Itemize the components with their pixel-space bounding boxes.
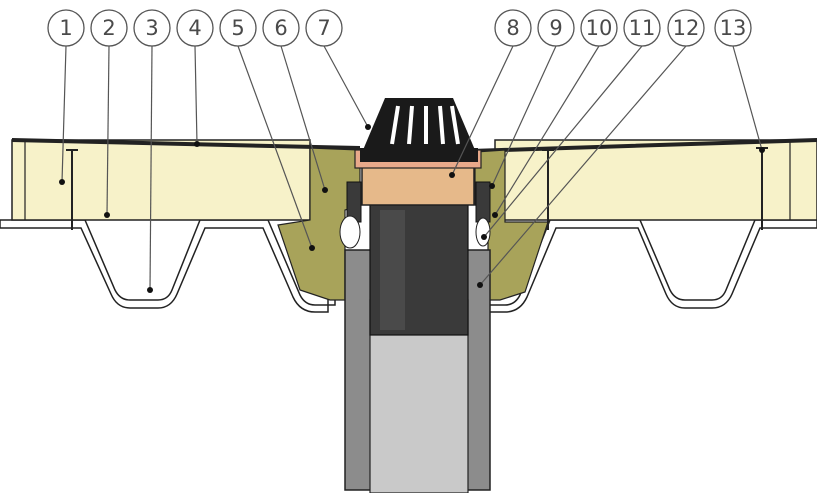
leader-dot-4 — [194, 141, 200, 147]
callout-label-5: 5 — [231, 16, 244, 40]
leader-line-11 — [483, 45, 643, 238]
drain-sleeve — [361, 164, 475, 206]
callout-label-8: 8 — [506, 16, 519, 40]
callout-label-10: 10 — [586, 16, 613, 40]
callout-circle-6 — [262, 9, 300, 47]
callout-circle-2 — [90, 9, 128, 47]
leader-dot-9 — [489, 183, 495, 189]
callout-8: 8 — [494, 9, 532, 47]
leader-line-2 — [106, 45, 110, 216]
leader-dot-6 — [322, 187, 328, 193]
leader-dot-11 — [481, 234, 487, 240]
callout-label-1: 1 — [59, 16, 72, 40]
callout-label-12: 12 — [673, 16, 700, 40]
fastener-mid — [542, 149, 554, 230]
leader-dot-13 — [759, 147, 765, 153]
callout-3: 3 — [133, 9, 171, 47]
callout-label-2: 2 — [102, 16, 115, 40]
callout-circle-1 — [47, 9, 85, 47]
leader-line-9 — [491, 45, 557, 187]
callout-5: 5 — [219, 9, 257, 47]
callout-4: 4 — [176, 9, 214, 47]
leader-line-6 — [280, 45, 326, 191]
callout-10: 10 — [580, 9, 618, 47]
drain-body-highlight — [380, 210, 405, 330]
leader-line-7 — [323, 45, 369, 128]
callout-6: 6 — [262, 9, 300, 47]
roof-membrane — [12, 138, 817, 154]
leader-dot-12 — [477, 282, 483, 288]
callout-label-7: 7 — [317, 16, 330, 40]
leader-line-4 — [194, 45, 198, 145]
leader-dot-5 — [309, 245, 315, 251]
callout-13: 13 — [714, 9, 752, 47]
clamp-right — [475, 181, 491, 223]
callout-9: 9 — [537, 9, 575, 47]
leaf-guard-grate-icon — [360, 98, 478, 162]
leader-lines — [59, 45, 765, 293]
leader-dot-10 — [492, 212, 498, 218]
leader-line-13 — [732, 45, 763, 151]
fastener-left — [66, 149, 78, 230]
callout-label-13: 13 — [720, 16, 747, 40]
leader-dot-3 — [147, 287, 153, 293]
callout-circle-12 — [667, 9, 705, 47]
callout-circle-4 — [176, 9, 214, 47]
callout-11: 11 — [623, 9, 661, 47]
callout-circle-8 — [494, 9, 532, 47]
callout-label-3: 3 — [145, 16, 158, 40]
callout-1: 1 — [47, 9, 85, 47]
callout-circle-5 — [219, 9, 257, 47]
leader-line-12 — [479, 45, 687, 286]
insulation-board-left — [11, 139, 311, 221]
leader-line-3 — [149, 45, 153, 291]
callout-circle-3 — [133, 9, 171, 47]
callout-circle-9 — [537, 9, 575, 47]
callout-circle-13 — [714, 9, 752, 47]
seal-ring-left — [339, 215, 361, 249]
callout-circle-11 — [623, 9, 661, 47]
callout-7: 7 — [305, 9, 343, 47]
leader-dot-1 — [59, 179, 65, 185]
callout-12: 12 — [667, 9, 705, 47]
leader-line-1 — [61, 45, 67, 183]
insulation-board-right — [494, 139, 817, 221]
mineral-wool-left — [277, 147, 361, 301]
callout-2: 2 — [90, 9, 128, 47]
leader-dot-2 — [104, 212, 110, 218]
callout-circle-10 — [580, 9, 618, 47]
leader-line-8 — [451, 45, 514, 176]
leader-line-10 — [494, 45, 600, 216]
callout-label-6: 6 — [274, 16, 287, 40]
callout-label-9: 9 — [549, 16, 562, 40]
callout-label-11: 11 — [629, 16, 656, 40]
leader-dot-8 — [449, 172, 455, 178]
leader-line-5 — [237, 45, 313, 249]
callout-circle-7 — [305, 9, 343, 47]
leader-dot-7 — [365, 124, 371, 130]
callout-label-4: 4 — [188, 16, 201, 40]
seal-ring-right — [475, 217, 491, 247]
trapezoidal-steel-deck — [0, 219, 817, 313]
